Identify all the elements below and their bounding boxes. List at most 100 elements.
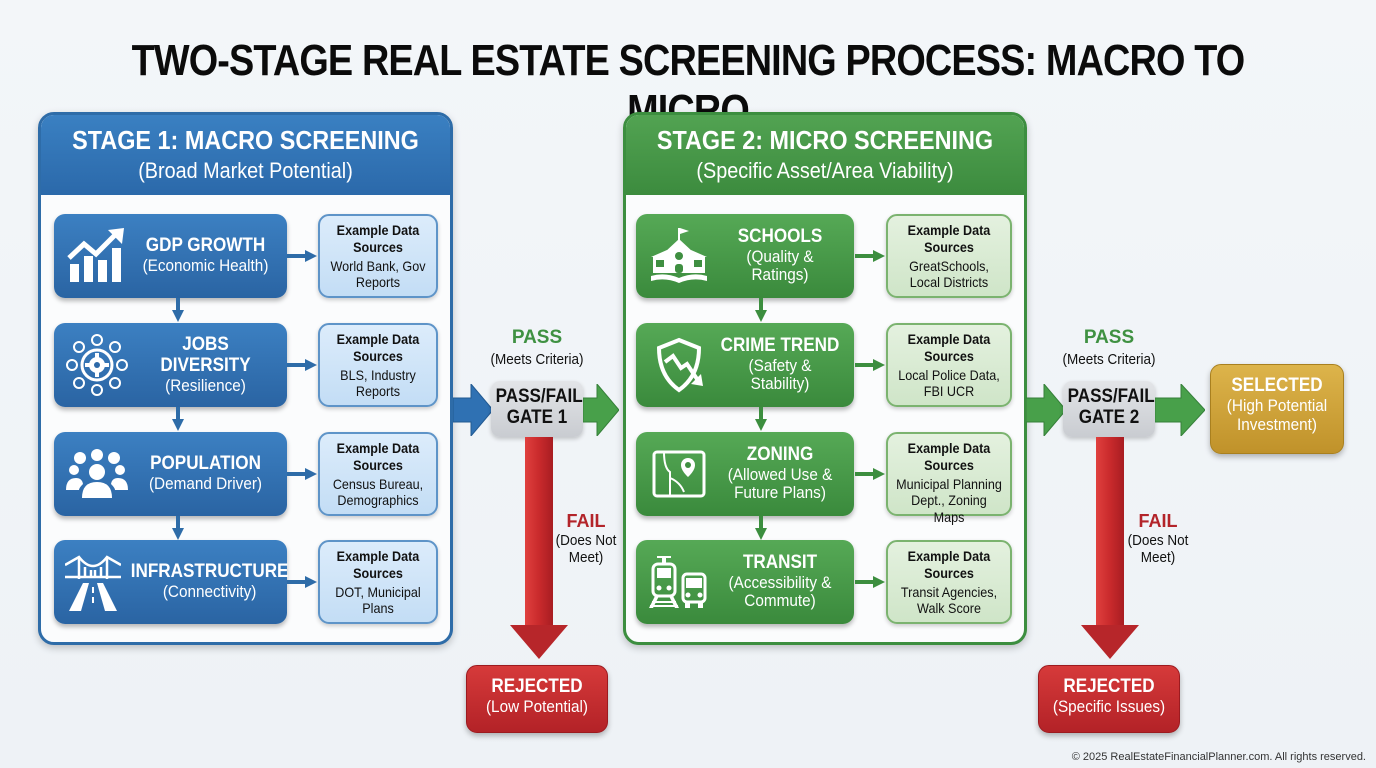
- source-values: World Bank, Gov Reports: [330, 257, 426, 291]
- metric-desc: (Connectivity): [162, 582, 257, 602]
- fail-text: FAIL: [566, 511, 606, 531]
- stage2-title: STAGE 2: MICRO SCREENING: [656, 125, 994, 155]
- rejected-low-potential: REJECTED (Low Potential): [466, 665, 608, 733]
- green-arrow-to-selected: [1155, 384, 1205, 436]
- gate2-pass-label: PASS (Meets Criteria): [1049, 327, 1169, 368]
- map-pin-plan-icon: [644, 439, 714, 509]
- source-values: Census Bureau, Demographics: [332, 475, 424, 509]
- metric-name: ZONING: [746, 443, 814, 465]
- reject-title: REJECTED: [1063, 676, 1155, 697]
- connector-arrow: [855, 576, 885, 588]
- shield-trend-down-icon: [644, 330, 714, 400]
- connector-arrow: [855, 250, 885, 262]
- source-heading: Example Data Sources: [907, 440, 991, 473]
- metric-name: INFRASTRUCTURE: [130, 561, 289, 583]
- reject-desc: (Low Potential): [485, 697, 589, 717]
- metric-desc: (Economic Health): [142, 256, 269, 276]
- source-heading: Example Data Sources: [907, 331, 991, 364]
- pass-desc: (Meets Criteria): [1062, 351, 1156, 368]
- gate-label: GATE 2: [1078, 406, 1140, 428]
- gate1-fail-label: FAIL (Does Not Meet): [551, 511, 621, 566]
- metric-schools: SCHOOLS (Quality & Ratings): [636, 214, 854, 298]
- metric-jobs-diversity: JOBS DIVERSITY (Resilience): [54, 323, 287, 407]
- connector-arrow-down: [755, 516, 767, 540]
- fail-text: FAIL: [1138, 511, 1178, 531]
- connector-arrow-down: [172, 516, 184, 540]
- source-heading: Example Data Sources: [336, 222, 420, 255]
- bar-chart-growth-icon: [62, 221, 132, 291]
- pass-text: PASS: [1083, 327, 1135, 348]
- stage2-header: STAGE 2: MICRO SCREENING (Specific Asset…: [626, 115, 1024, 195]
- red-fail-arrow-gate2: [1081, 437, 1139, 659]
- metric-desc: (Safety & Stability): [748, 355, 812, 394]
- people-group-icon: [62, 439, 132, 509]
- gate2-fail-label: FAIL (Does Not Meet): [1123, 511, 1193, 566]
- connector-arrow-down: [755, 407, 767, 431]
- connector-arrow: [287, 359, 317, 371]
- red-fail-arrow-gate1: [510, 437, 568, 659]
- rejected-specific-issues: REJECTED (Specific Issues): [1038, 665, 1180, 733]
- selected-title: SELECTED: [1231, 375, 1323, 396]
- source-values: GreatSchools, Local Districts: [909, 257, 989, 291]
- pass-desc: (Meets Criteria): [490, 351, 584, 368]
- source-values: BLS, Industry Reports: [340, 366, 416, 400]
- source-values: Transit Agencies, Walk Score: [900, 583, 998, 617]
- data-source-box: Example Data Sources Municipal Planning …: [886, 432, 1012, 525]
- green-arrow-out-gate1: [583, 384, 619, 436]
- stage1-header: STAGE 1: MACRO SCREENING (Broad Market P…: [41, 115, 450, 195]
- pass-text: PASS: [511, 327, 563, 348]
- selected-desc: (High Potential Investment): [1226, 396, 1328, 435]
- gate-label: GATE 1: [506, 406, 568, 428]
- page-title: TWO-STAGE REAL ESTATE SCREENING PROCESS:…: [131, 36, 1246, 135]
- source-values: DOT, Municipal Plans: [335, 583, 421, 617]
- gate2-box: PASS/FAIL GATE 2: [1063, 381, 1155, 437]
- metric-infrastructure: INFRASTRUCTURE (Connectivity): [54, 540, 289, 624]
- connector-arrow-down: [755, 298, 767, 322]
- connector-arrow: [855, 468, 885, 480]
- connector-arrow: [287, 250, 317, 262]
- metric-desc: (Demand Driver): [148, 474, 263, 494]
- copyright-notice: © 2025 RealEstateFinancialPlanner.com. A…: [1071, 751, 1366, 763]
- stage2-subtitle: (Specific Asset/Area Viability): [696, 158, 954, 183]
- metric-desc: (Resilience): [165, 375, 246, 395]
- metric-name: TRANSIT: [742, 551, 818, 573]
- source-values: Local Police Data, FBI UCR: [898, 366, 1000, 400]
- source-heading: Example Data Sources: [907, 222, 991, 255]
- connector-arrow-down: [172, 407, 184, 431]
- source-heading: Example Data Sources: [336, 548, 420, 581]
- source-values: Municipal Planning Dept., Zoning Maps: [896, 475, 1002, 526]
- stage1-title: STAGE 1: MACRO SCREENING: [72, 125, 419, 155]
- gate1-box: PASS/FAIL GATE 1: [491, 381, 583, 437]
- blue-arrow-into-gate1: [453, 384, 493, 436]
- data-source-box: Example Data Sources BLS, Industry Repor…: [318, 323, 438, 407]
- source-heading: Example Data Sources: [336, 331, 420, 364]
- metric-desc: (Accessibility & Commute): [728, 572, 832, 611]
- metric-crime-trend: CRIME TREND (Safety & Stability): [636, 323, 854, 407]
- bridge-road-icon: [64, 547, 122, 617]
- source-heading: Example Data Sources: [336, 440, 420, 473]
- train-bus-icon: [644, 547, 714, 617]
- data-source-box: Example Data Sources Census Bureau, Demo…: [318, 432, 438, 516]
- data-source-box: Example Data Sources Transit Agencies, W…: [886, 540, 1012, 624]
- connector-arrow: [287, 468, 317, 480]
- metric-name: JOBS DIVERSITY: [160, 333, 251, 376]
- reject-desc: (Specific Issues): [1052, 697, 1166, 717]
- green-arrow-into-gate2: [1026, 384, 1066, 436]
- data-source-box: Example Data Sources GreatSchools, Local…: [886, 214, 1012, 298]
- metric-name: GDP GROWTH: [145, 235, 266, 257]
- data-source-box: Example Data Sources World Bank, Gov Rep…: [318, 214, 438, 298]
- metric-desc: (Quality & Ratings): [746, 246, 814, 285]
- data-source-box: Example Data Sources DOT, Municipal Plan…: [318, 540, 438, 624]
- metric-name: CRIME TREND: [720, 334, 840, 356]
- gate-label: PASS/FAIL: [495, 386, 583, 407]
- gate-label: PASS/FAIL: [1067, 386, 1155, 407]
- stage1-subtitle: (Broad Market Potential): [138, 158, 353, 183]
- gear-people-icon: [62, 330, 132, 400]
- source-heading: Example Data Sources: [907, 548, 991, 581]
- gate1-pass-label: PASS (Meets Criteria): [477, 327, 597, 368]
- metric-desc: (Allowed Use & Future Plans): [727, 464, 833, 503]
- selected-high-potential: SELECTED (High Potential Investment): [1210, 364, 1344, 454]
- metric-transit: TRANSIT (Accessibility & Commute): [636, 540, 854, 624]
- metric-gdp-growth: GDP GROWTH (Economic Health): [54, 214, 287, 298]
- metric-zoning: ZONING (Allowed Use & Future Plans): [636, 432, 854, 516]
